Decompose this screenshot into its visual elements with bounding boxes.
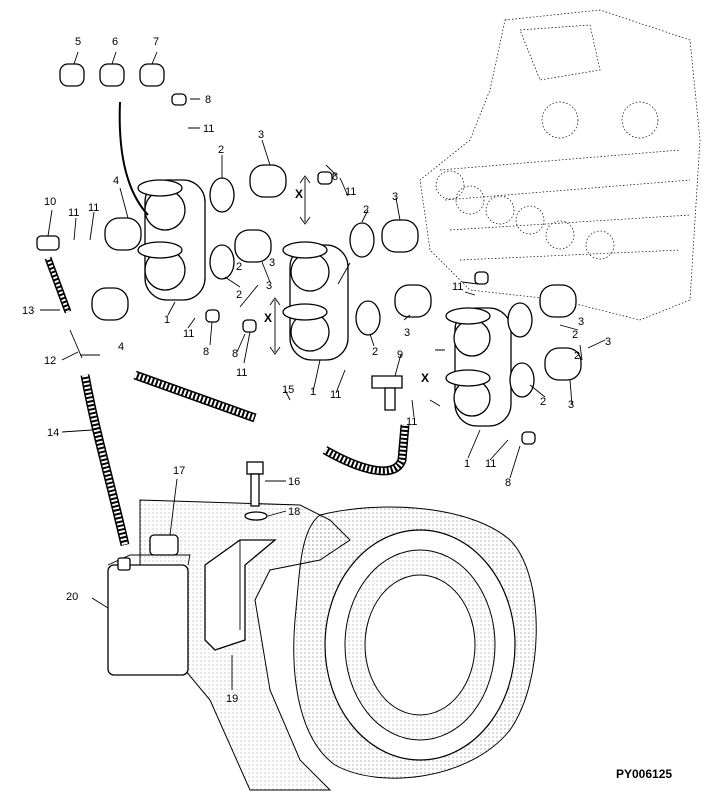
callout-13: 13 bbox=[22, 305, 34, 317]
callout-9: 9 bbox=[397, 349, 403, 361]
callout-10: 10 bbox=[44, 196, 56, 208]
callout-1-right: 1 bbox=[464, 458, 470, 470]
callout-2-mid: 2 bbox=[236, 289, 242, 301]
callout-8-mid: 8 bbox=[232, 348, 238, 360]
callout-8-center: 8 bbox=[332, 171, 338, 183]
callout-3-right: 3 bbox=[605, 336, 611, 348]
leader-lines bbox=[40, 51, 606, 690]
callout-11-right-c: 11 bbox=[485, 458, 496, 470]
callout-11-right-b: 11 bbox=[452, 281, 463, 293]
adapters bbox=[91, 164, 582, 381]
callout-11-right-a: 11 bbox=[406, 416, 417, 428]
callout-11-mid: 11 bbox=[236, 367, 247, 379]
callout-17: 17 bbox=[173, 465, 185, 477]
valve-housing-center bbox=[282, 241, 349, 361]
callout-3-mid-b: 3 bbox=[269, 257, 275, 269]
callout-18: 18 bbox=[288, 506, 300, 518]
dimension-x-mid: X bbox=[264, 311, 272, 325]
callout-3-right-c: 3 bbox=[568, 399, 574, 411]
valve-housing-right bbox=[445, 307, 512, 427]
callout-8-top: 8 bbox=[205, 94, 211, 106]
hoses bbox=[44, 101, 410, 547]
callout-1-mid: 1 bbox=[310, 386, 316, 398]
callout-2-mid-b: 2 bbox=[236, 261, 242, 273]
callout-3-mid: 3 bbox=[266, 280, 272, 292]
oil-container bbox=[107, 534, 191, 676]
callout-7: 7 bbox=[153, 36, 159, 48]
drawing-code: PY006125 bbox=[616, 767, 672, 781]
callout-4-bottom: 4 bbox=[118, 341, 124, 353]
callout-11-left-c: 11 bbox=[183, 328, 194, 340]
bracket bbox=[204, 539, 277, 651]
dimension-x-right: X bbox=[421, 371, 429, 385]
callout-2-mid-c: 2 bbox=[372, 346, 378, 358]
callout-8-right: 8 bbox=[505, 477, 511, 489]
callout-19: 19 bbox=[226, 693, 238, 705]
callout-2-right-c: 2 bbox=[540, 396, 546, 408]
callout-6: 6 bbox=[112, 36, 118, 48]
callout-11-left-a: 11 bbox=[68, 207, 79, 219]
bolt bbox=[244, 461, 268, 521]
callout-14: 14 bbox=[47, 427, 59, 439]
callout-2-right-b: 2 bbox=[574, 350, 580, 362]
callout-2-right: 2 bbox=[572, 329, 578, 341]
callout-11-center: 11 bbox=[345, 186, 356, 198]
callout-2-center: 2 bbox=[363, 204, 369, 216]
callout-20: 20 bbox=[66, 591, 78, 603]
valve-housing-left bbox=[137, 179, 206, 301]
callout-11-left-b: 11 bbox=[88, 202, 99, 214]
callout-3-right-b: 3 bbox=[578, 316, 584, 328]
callout-11-top: 11 bbox=[203, 123, 214, 135]
callout-3-center: 3 bbox=[392, 191, 398, 203]
callout-15: 15 bbox=[282, 384, 294, 396]
callout-5: 5 bbox=[75, 36, 81, 48]
callout-8-left: 8 bbox=[203, 346, 209, 358]
callout-4-top: 4 bbox=[113, 175, 119, 187]
o-rings bbox=[209, 177, 535, 398]
fittings bbox=[36, 235, 403, 411]
callout-16: 16 bbox=[288, 476, 300, 488]
caps bbox=[59, 63, 187, 106]
transmission-housing bbox=[139, 499, 537, 791]
plugs bbox=[205, 171, 536, 445]
callout-1-left: 1 bbox=[164, 314, 170, 326]
callout-11-mid-b: 11 bbox=[330, 389, 341, 401]
valve-block-outline bbox=[419, 9, 701, 321]
callout-2-top: 2 bbox=[218, 144, 224, 156]
callout-labels: 5 6 7 8 11 3 2 4 10 11 11 13 12 4 14 1 1… bbox=[22, 36, 611, 705]
dimension-x-top: X bbox=[295, 187, 303, 201]
callout-12: 12 bbox=[44, 355, 56, 367]
callout-3-top: 3 bbox=[258, 129, 264, 141]
callout-3-mid-c: 3 bbox=[404, 327, 410, 339]
dimension-lines bbox=[269, 175, 445, 407]
